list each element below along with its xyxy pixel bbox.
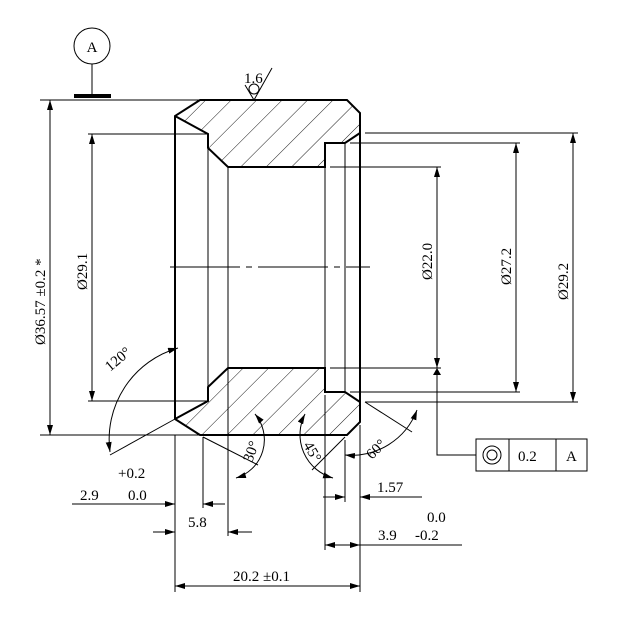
dim-right-diameter: Ø29.2	[365, 132, 578, 403]
svg-text:0.2: 0.2	[518, 449, 537, 465]
svg-text:A: A	[87, 40, 98, 56]
svg-text:120°: 120°	[102, 344, 134, 375]
feature-control-frame: 0.2 A	[433, 368, 588, 472]
svg-text:Ø29.1: Ø29.1	[75, 253, 91, 290]
surface-roughness-symbol: 1.6	[244, 67, 273, 101]
svg-text:3.9: 3.9	[378, 528, 397, 544]
svg-text:30°: 30°	[241, 439, 263, 464]
svg-text:60°: 60°	[364, 437, 390, 463]
datum-a: A	[40, 27, 200, 101]
dim-length-5-8: 5.8	[153, 368, 252, 592]
dim-length-2-9: +0.2 2.9 0.0	[72, 437, 225, 508]
angle-30: 30°	[202, 413, 265, 479]
svg-text:Ø27.2: Ø27.2	[499, 248, 515, 285]
svg-text:Ø22.0: Ø22.0	[420, 243, 436, 280]
dim-groove-diameter: Ø27.2	[350, 142, 520, 393]
concentricity-icon	[482, 445, 502, 465]
svg-text:0.0: 0.0	[128, 488, 147, 504]
svg-text:Ø36.57 ±0.2 *: Ø36.57 ±0.2 *	[33, 258, 49, 345]
dim-length-3-9: 0.0 3.9 -0.2	[325, 425, 462, 592]
svg-text:1.6: 1.6	[244, 71, 263, 87]
part-section	[170, 99, 370, 436]
svg-text:Ø29.2: Ø29.2	[556, 263, 572, 300]
dim-bore-diameter: Ø22.0	[330, 166, 441, 369]
svg-text:20.2 ±0.1: 20.2 ±0.1	[233, 569, 290, 585]
svg-text:0.0: 0.0	[427, 510, 446, 526]
svg-text:A: A	[566, 449, 577, 465]
svg-text:-0.2: -0.2	[415, 528, 439, 544]
dim-total-length: 20.2 ±0.1	[175, 569, 360, 589]
svg-text:2.9: 2.9	[80, 488, 99, 504]
svg-text:1.57: 1.57	[377, 480, 404, 496]
dim-length-1-57: 1.57	[323, 395, 422, 550]
svg-text:+0.2: +0.2	[118, 466, 145, 482]
svg-text:5.8: 5.8	[188, 515, 207, 531]
angle-120: 120°	[102, 344, 179, 456]
